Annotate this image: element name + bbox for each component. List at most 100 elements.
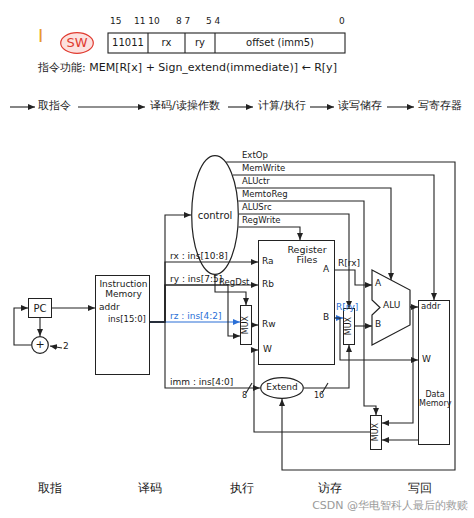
- node-text: Rw: [262, 320, 276, 330]
- instruction-format-bar: [108, 33, 345, 53]
- sign-extender: Extend: [260, 377, 304, 399]
- control-signal-name: ALUctr: [242, 177, 270, 187]
- control-signal-name: ALUSrc: [242, 203, 272, 213]
- signal-wire: [335, 318, 418, 360]
- alu-outline: [372, 270, 410, 345]
- node-text: W: [263, 345, 272, 355]
- stage-name: 译码/读操作数: [150, 100, 220, 113]
- immediate-field: offset (imm5): [215, 37, 345, 49]
- stage-arrow: [10, 106, 35, 107]
- control-signal-name: MemWrite: [242, 164, 285, 174]
- field-divider: [214, 33, 215, 53]
- register-file: Register FilesRaRbRwW A B: [258, 240, 335, 365]
- node-text: A: [323, 265, 329, 275]
- bus-label: R[rx]: [338, 258, 360, 268]
- node-text: MUX: [242, 316, 251, 334]
- node-text: ALU: [383, 301, 400, 311]
- signal-wire: [382, 439, 418, 440]
- stage-arrow: [228, 106, 253, 107]
- node-text: Instruction Memory: [98, 280, 149, 300]
- pipeline-stage: 执行: [230, 482, 254, 496]
- node-text: B: [375, 320, 381, 330]
- signal-wire: [39, 318, 40, 336]
- bit-index: 15: [110, 16, 121, 26]
- alu: A ALUB: [372, 270, 410, 345]
- pipeline-stage: 访存: [318, 482, 342, 496]
- pipeline-stage: 译码: [138, 482, 162, 496]
- bit-index: 11 10: [134, 16, 160, 26]
- bus-label: imm : ins[4:0]: [170, 377, 233, 387]
- control-signal-name: ExtOp: [242, 151, 268, 161]
- node-text: Rb: [262, 280, 274, 290]
- instruction-name-badge: SW: [60, 32, 94, 54]
- node-text: MUX: [372, 423, 381, 441]
- stage-arrow: [387, 106, 414, 107]
- stage-name: 写寄存器: [418, 100, 462, 113]
- signal-wire: [150, 285, 240, 336]
- signal-wire: [52, 307, 95, 308]
- bus-label: rx : ins[10:8]: [170, 251, 228, 261]
- node-text: addr: [421, 302, 441, 311]
- node-text: Data Memory: [419, 391, 451, 409]
- bus-label: R[ry]: [336, 302, 358, 312]
- control-signal-name: MemtoReg: [242, 190, 288, 200]
- bus-width: 8: [242, 391, 247, 400]
- multiplexer: MUX: [343, 308, 355, 345]
- pc-register: PC: [28, 298, 52, 318]
- signal-wire: [236, 188, 391, 280]
- bit-index: 8 7: [176, 16, 190, 26]
- stage-name: 读写储存: [338, 100, 382, 113]
- node-text: Extend: [266, 383, 298, 393]
- node-text: Ra: [262, 257, 274, 267]
- node-text: addr: [99, 303, 120, 313]
- constant-value: 2: [63, 341, 69, 351]
- signal-wire: [150, 262, 258, 322]
- node-text: control: [198, 210, 233, 221]
- signal-wire: [150, 215, 191, 322]
- field-divider: [184, 33, 185, 53]
- signal-wire: [382, 307, 413, 423]
- stage-arrow: [310, 106, 334, 107]
- pc-adder: +: [31, 336, 49, 354]
- ellipse-outline: [61, 33, 94, 54]
- node-text: PC: [33, 303, 46, 314]
- field-divider: [147, 33, 148, 53]
- instruction-memory: Instruction Memory addr ins[15:0]: [95, 275, 150, 375]
- signal-wire: [304, 345, 349, 388]
- pipeline-stage: 取指: [38, 482, 62, 496]
- ellipse-outline: [261, 378, 304, 399]
- node-text: +: [35, 339, 44, 351]
- watermark: CSDN @华电智科人最后的救赎: [250, 500, 468, 513]
- stage-name: 计算/执行: [258, 100, 306, 113]
- node-text: Register Files: [279, 245, 335, 266]
- data-memory: addrW Data Memory: [418, 300, 450, 445]
- node-text: ins[15:0]: [108, 315, 146, 324]
- bus-label: ry : ins[7:5]: [170, 274, 222, 284]
- signal-wire: [226, 162, 455, 470]
- register-field: rx: [148, 37, 185, 49]
- multiplexer: MUX: [240, 305, 252, 345]
- signal-wire: [239, 214, 349, 308]
- signal-wire: [238, 201, 376, 415]
- control-signal-name: RegWrite: [242, 216, 281, 226]
- control-signal-name: RegDst: [219, 278, 249, 288]
- node-text: B: [323, 313, 329, 323]
- signal-wire: [239, 227, 300, 240]
- bit-index: 5 4: [206, 16, 220, 26]
- constant-input-wire: [50, 346, 62, 348]
- stage-arrow: [78, 106, 145, 107]
- register-field: ry: [185, 37, 215, 49]
- multiplexer: MUX: [370, 415, 382, 450]
- ellipse-outline: [32, 337, 49, 354]
- node-text: A: [375, 279, 381, 289]
- opcode-field: 11011: [108, 37, 148, 49]
- node-text: MUX: [345, 317, 354, 335]
- stage-name: 取指令: [38, 100, 71, 113]
- signal-wire: [233, 175, 434, 300]
- format-type: I: [38, 26, 43, 47]
- node-text: W: [422, 355, 431, 365]
- instruction-function: 指令功能: MEM[R[x] + Sign_extend(immediate)]…: [38, 62, 458, 75]
- bus-label: rz : ins[4:2]: [170, 311, 222, 321]
